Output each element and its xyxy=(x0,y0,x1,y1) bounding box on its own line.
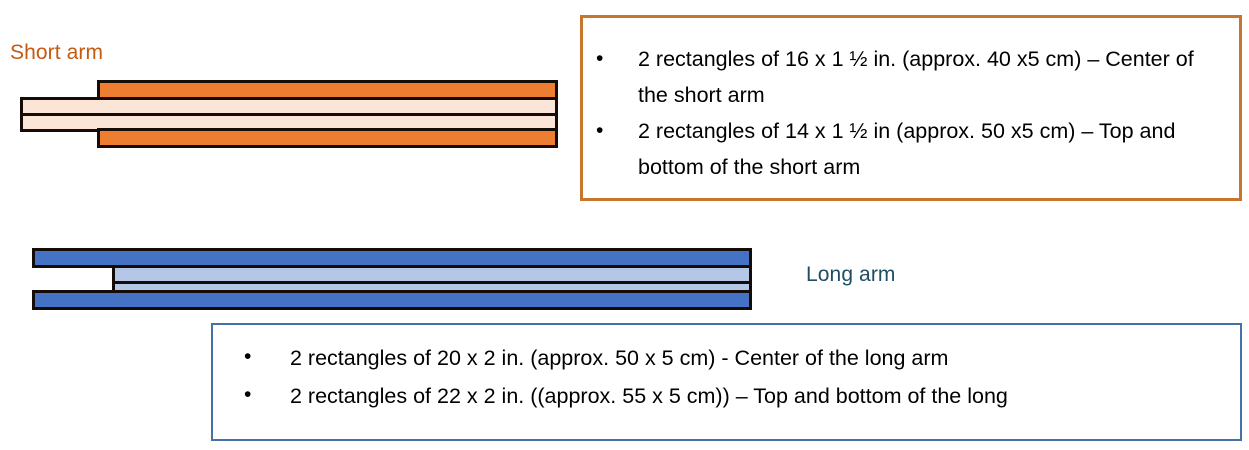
short-arm-callout-box: • 2 rectangles of 16 x 1 ½ in. (approx. … xyxy=(580,15,1242,201)
list-item: • 2 rectangles of 22 x 2 in. ((approx. 5… xyxy=(213,377,1240,415)
long-arm-bottom-outer-rectangle xyxy=(32,290,752,310)
short-arm-bullet-list: • 2 rectangles of 16 x 1 ½ in. (approx. … xyxy=(583,41,1239,185)
list-item: • 2 rectangles of 14 x 1 ½ in (approx. 5… xyxy=(583,113,1239,185)
list-item-text: 2 rectangles of 20 x 2 in. (approx. 50 x… xyxy=(290,346,949,370)
bullet-dot-icon: • xyxy=(244,383,252,406)
long-arm-callout-box: • 2 rectangles of 20 x 2 in. (approx. 50… xyxy=(211,323,1242,441)
short-arm-bottom-outer-rectangle xyxy=(97,128,558,148)
short-arm-label: Short arm xyxy=(10,41,104,64)
long-arm-bullet-list: • 2 rectangles of 20 x 2 in. (approx. 50… xyxy=(213,339,1240,415)
list-item: • 2 rectangles of 16 x 1 ½ in. (approx. … xyxy=(583,41,1239,113)
bullet-dot-icon: • xyxy=(244,345,252,368)
long-arm-label: Long arm xyxy=(806,263,896,286)
list-item-text: 2 rectangles of 16 x 1 ½ in. (approx. 40… xyxy=(638,47,1194,107)
list-item: • 2 rectangles of 20 x 2 in. (approx. 50… xyxy=(213,339,1240,377)
bullet-dot-icon: • xyxy=(596,47,604,70)
bullet-dot-icon: • xyxy=(596,119,604,142)
list-item-text: 2 rectangles of 14 x 1 ½ in (approx. 50 … xyxy=(638,119,1176,179)
list-item-text: 2 rectangles of 22 x 2 in. ((approx. 55 … xyxy=(290,384,1008,408)
